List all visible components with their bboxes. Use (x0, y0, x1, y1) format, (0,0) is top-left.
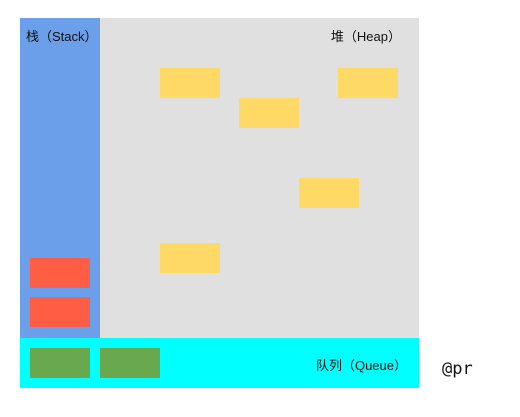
stack-label: 栈（Stack） (26, 29, 98, 44)
watermark-text: @pr (442, 359, 473, 379)
stack-region: 栈（Stack） (20, 18, 100, 338)
heap-object (160, 243, 220, 273)
stack-frame (30, 258, 90, 288)
heap-label: 堆（Heap） (330, 29, 401, 44)
heap-object (338, 68, 398, 98)
heap-object (299, 178, 359, 208)
queue-task (30, 348, 90, 378)
heap-object (239, 98, 299, 128)
stack-frame (30, 297, 90, 327)
queue-region: 队列（Queue） (20, 338, 419, 388)
queue-label: 队列（Queue） (315, 358, 407, 373)
heap-region: 堆（Heap） (100, 18, 419, 338)
heap-object (160, 68, 220, 98)
queue-task (100, 348, 160, 378)
